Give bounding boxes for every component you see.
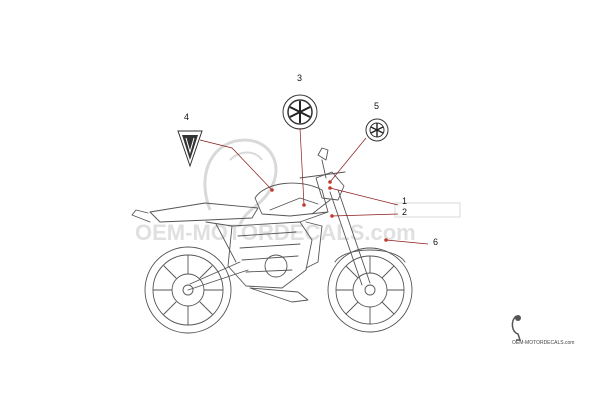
watermark-text: OEM-MOTORDECALS.com — [135, 220, 416, 245]
attachment-points — [270, 180, 388, 242]
front-hub — [364, 284, 376, 296]
shield-mark — [185, 137, 195, 154]
fuel-tank — [254, 182, 329, 217]
handlebar — [299, 171, 346, 179]
watermark-banner — [394, 202, 461, 218]
engine-fins — [237, 231, 301, 273]
watermark-logo-detail — [229, 151, 263, 161]
tail — [131, 209, 151, 223]
leader-3 — [299, 127, 305, 206]
tuning-fork-icon — [289, 101, 311, 123]
motorcycle-line-art — [131, 147, 413, 334]
callout-5: 5 — [374, 101, 379, 111]
point-3 — [302, 203, 306, 207]
point-4 — [270, 188, 274, 192]
swingarm — [187, 261, 249, 291]
rear-spokes — [152, 254, 224, 326]
seat — [149, 202, 259, 223]
exhaust — [249, 287, 309, 303]
leader-1 — [329, 187, 399, 206]
callout-4: 4 — [184, 112, 189, 122]
decal-4-shield-badge — [177, 130, 203, 168]
leader-4 — [199, 139, 273, 191]
front-fork — [329, 189, 371, 286]
callout-2: 2 — [402, 207, 407, 217]
headlight — [315, 171, 345, 201]
footer-logo-icon — [511, 315, 522, 341]
callout-1: 1 — [402, 196, 407, 206]
engine-cover — [264, 254, 288, 278]
point-6 — [384, 238, 388, 242]
tuning-fork-small-icon — [370, 123, 384, 137]
point-2 — [330, 214, 334, 218]
rear-shock — [215, 223, 237, 263]
leader-5 — [329, 137, 367, 183]
front-spokes — [335, 255, 405, 325]
shield-fill — [182, 135, 198, 160]
point-1 — [328, 186, 332, 190]
footer-logo-head — [515, 315, 521, 321]
mirror — [317, 147, 329, 161]
point-5 — [328, 180, 332, 184]
footer-logo: OEM-MOTORDECALS.com — [511, 315, 574, 346]
front-fender — [334, 249, 406, 263]
decal-5-emblem-small — [365, 118, 389, 142]
rear-tire — [144, 246, 232, 334]
callout-3: 3 — [297, 73, 302, 83]
watermark: OEM-MOTORDECALS.com — [135, 138, 461, 245]
callout-numbers: 3 5 4 1 2 6 — [184, 73, 438, 247]
tank-shroud — [269, 197, 319, 211]
leader-2 — [331, 213, 399, 217]
engine — [227, 221, 313, 289]
front-tire — [327, 247, 413, 333]
decal-3-emblem-large — [282, 94, 318, 130]
radiator — [305, 221, 323, 269]
callout-6: 6 — [433, 237, 438, 247]
frame — [205, 199, 331, 227]
rear-hub — [182, 284, 194, 296]
leader-lines — [199, 127, 429, 245]
leader-6 — [385, 239, 429, 245]
footer-text: OEM-MOTORDECALS.com — [512, 340, 574, 346]
